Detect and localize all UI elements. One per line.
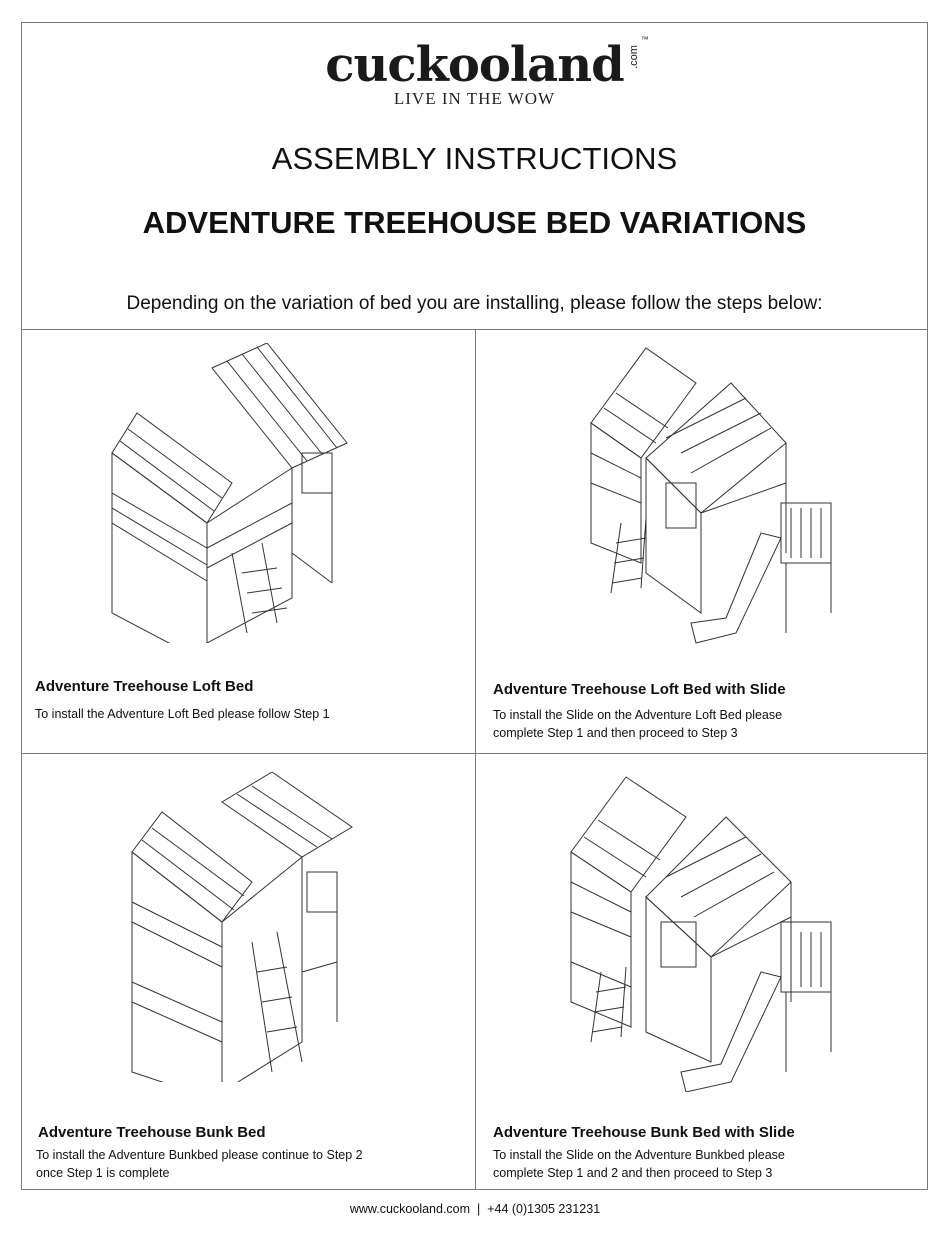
loft-bed-drawing [111,343,348,643]
brand-logo: cuckooland .com ™ LIVE IN THE WOW [22,35,927,109]
variation-title: Adventure Treehouse Loft Bed [35,678,254,695]
logo-wordmark: cuckooland .com ™ [325,35,648,93]
website-link[interactable]: www.cuckooland.com [349,1202,471,1216]
page-frame: cuckooland .com ™ LIVE IN THE WOW ASSEMB… [21,22,928,1190]
bunk-bed-drawing [131,772,353,1082]
loft-bed-with-slide-drawing [590,347,832,644]
variations-grid: Adventure Treehouse Loft Bed To install … [22,329,928,1190]
bunk-bed-with-slide-drawing [570,776,832,1092]
page-title: ASSEMBLY INSTRUCTIONS [271,141,678,176]
variation-description: To install the Adventure Bunkbed please … [36,1148,363,1180]
variation-title: Adventure Treehouse Loft Bed with Slide [493,681,786,698]
footer-separator: | [477,1202,481,1216]
variation-description: To install the Adventure Loft Bed please… [35,707,330,721]
variation-bunk-bed-with-slide: Adventure Treehouse Bunk Bed with Slide … [476,754,928,1190]
variation-title: Adventure Treehouse Bunk Bed with Slide [493,1124,795,1141]
variation-description: To install the Slide on the Adventure Bu… [493,1148,785,1180]
variation-loft-bed-with-slide: Adventure Treehouse Loft Bed with Slide … [476,329,928,754]
brand-tagline: LIVE IN THE WOW [393,89,556,108]
logo-text: cuckooland [325,37,624,93]
variation-title: Adventure Treehouse Bunk Bed [38,1124,266,1141]
variation-loft-bed: Adventure Treehouse Loft Bed To install … [22,329,476,754]
trademark-symbol: ™ [640,35,649,44]
logo-suffix: .com [627,45,640,69]
variation-bunk-bed: Adventure Treehouse Bunk Bed To install … [22,754,476,1190]
phone-number: +44 (0)1305 231231 [487,1202,601,1216]
footer-contact: www.cuckooland.com | +44 (0)1305 231231 [0,1202,950,1216]
intro-text: Depending on the variation of bed you ar… [126,293,823,314]
variation-description: To install the Slide on the Adventure Lo… [493,708,783,740]
header-section: cuckooland .com ™ LIVE IN THE WOW ASSEMB… [22,23,927,330]
page-subtitle: ADVENTURE TREEHOUSE BED VARIATIONS [142,205,807,240]
